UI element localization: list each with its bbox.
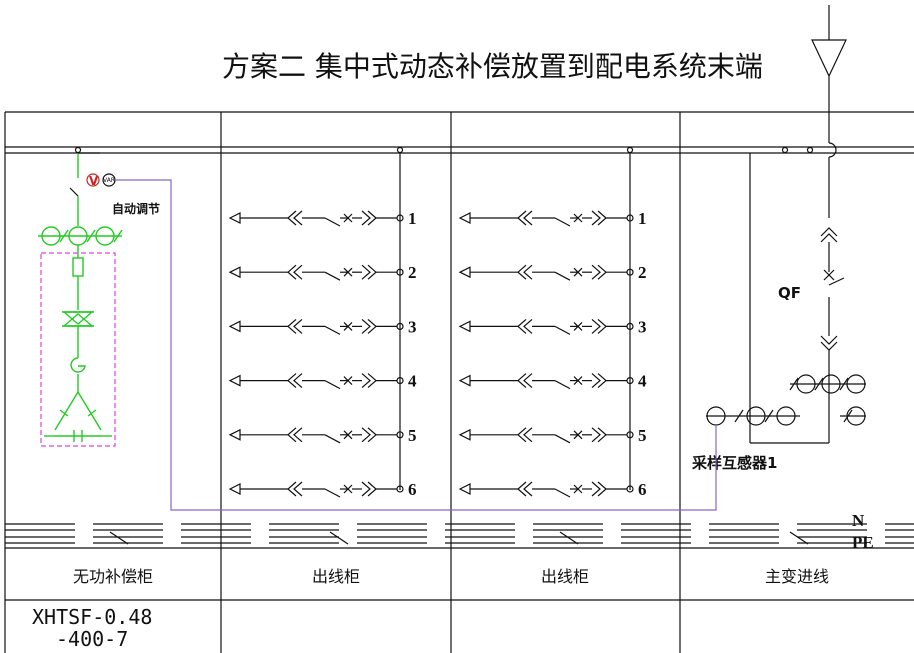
feeder-circuit: 3 [458,317,647,336]
feeder-tap-dot [626,377,634,385]
compensation-model-line-1: XHTSF-0.48 [32,605,152,629]
feeder-circuit: 6 [228,480,417,499]
var-meter-label: VAR [103,177,115,184]
feeder-number: 2 [408,263,417,282]
feeder-number: 1 [638,209,647,228]
control-signal-wire [116,179,717,511]
feeder-number: 1 [408,209,417,228]
compensation-panel: VAR V [38,146,123,447]
outgoing-arrow-icon [228,374,241,387]
outgoing-arrow-icon [228,483,241,495]
feeder-circuit: 6 [458,480,647,499]
outgoing-arrow-icon [228,320,241,333]
feeder-circuit: 2 [228,263,417,282]
breaker-qf-label: QF [778,284,801,302]
feeder-tap-dot [626,485,634,493]
feeder-circuit: 5 [458,426,647,445]
pe-bus-label: PE [852,533,874,552]
feeder-tap-dot [626,214,634,222]
outgoing-arrow-icon [458,483,471,495]
feeder-tap-dot [396,214,404,222]
feeder-tap-dot [626,322,634,330]
panel-name-incoming: 主变进线 [765,567,829,586]
outgoing-arrow-icon [458,266,471,279]
feeder-tap-dot [396,377,404,385]
transformer-symbol [811,5,847,218]
feeder-number: 3 [408,317,417,336]
outgoing-arrow-icon [228,428,241,441]
feeder-circuit: 1 [228,209,417,228]
feeder-tap-dot [396,485,404,493]
feeder-number: 4 [638,372,647,391]
compensation-model-line-2: -400-7 [56,627,128,651]
busbar-tap [396,146,404,154]
feeder-number: 2 [638,263,647,282]
frame [4,111,914,653]
feeder-tap-dot [626,431,634,439]
feeder-tap-dot [396,431,404,439]
feeder-number: 6 [638,480,647,499]
feeder-tap-dot [396,322,404,330]
feeder-circuit: 3 [228,317,417,336]
outgoing-arrow-icon [458,212,471,224]
feeder-circuit: 2 [458,263,647,282]
outgoing-arrow-icon [228,266,241,279]
feeder-circuit: 5 [228,426,417,445]
feeder-circuit: 4 [228,372,417,391]
feeder-tap-dot [626,268,634,276]
diagram-title: 方案二 集中式动态补偿放置到配电系统末端 [222,50,763,83]
feeder-number: 3 [638,317,647,336]
outgoing-panel-2: 1 2 3 4 5 6 [458,146,647,499]
outgoing-arrow-icon [458,320,471,333]
panel-name-outgoing-1: 出线柜 [312,567,360,586]
feeder-number: 6 [408,480,417,499]
outgoing-arrow-icon [458,374,471,387]
n-bus-label: N [852,511,865,530]
panel-name-compensation: 无功补偿柜 [73,567,153,586]
busbar-tap [626,146,634,154]
feeder-number: 4 [408,372,417,391]
panel-name-outgoing-2: 出线柜 [541,567,589,586]
feeder-number: 5 [408,426,417,445]
outgoing-panel-1: 1 2 3 4 5 6 [228,146,417,499]
feeder-circuit: 4 [458,372,647,391]
outgoing-arrow-icon [458,428,471,441]
incoming-panel [706,146,866,444]
feeder-circuit: 1 [458,209,647,228]
outgoing-arrow-icon [228,212,241,224]
sampling-ct-label: 采样互感器1 [691,454,777,472]
feeder-tap-dot [396,268,404,276]
auto-adjust-label: 自动调节 [112,201,160,216]
voltmeter-label: V [89,174,99,188]
feeder-number: 5 [638,426,647,445]
